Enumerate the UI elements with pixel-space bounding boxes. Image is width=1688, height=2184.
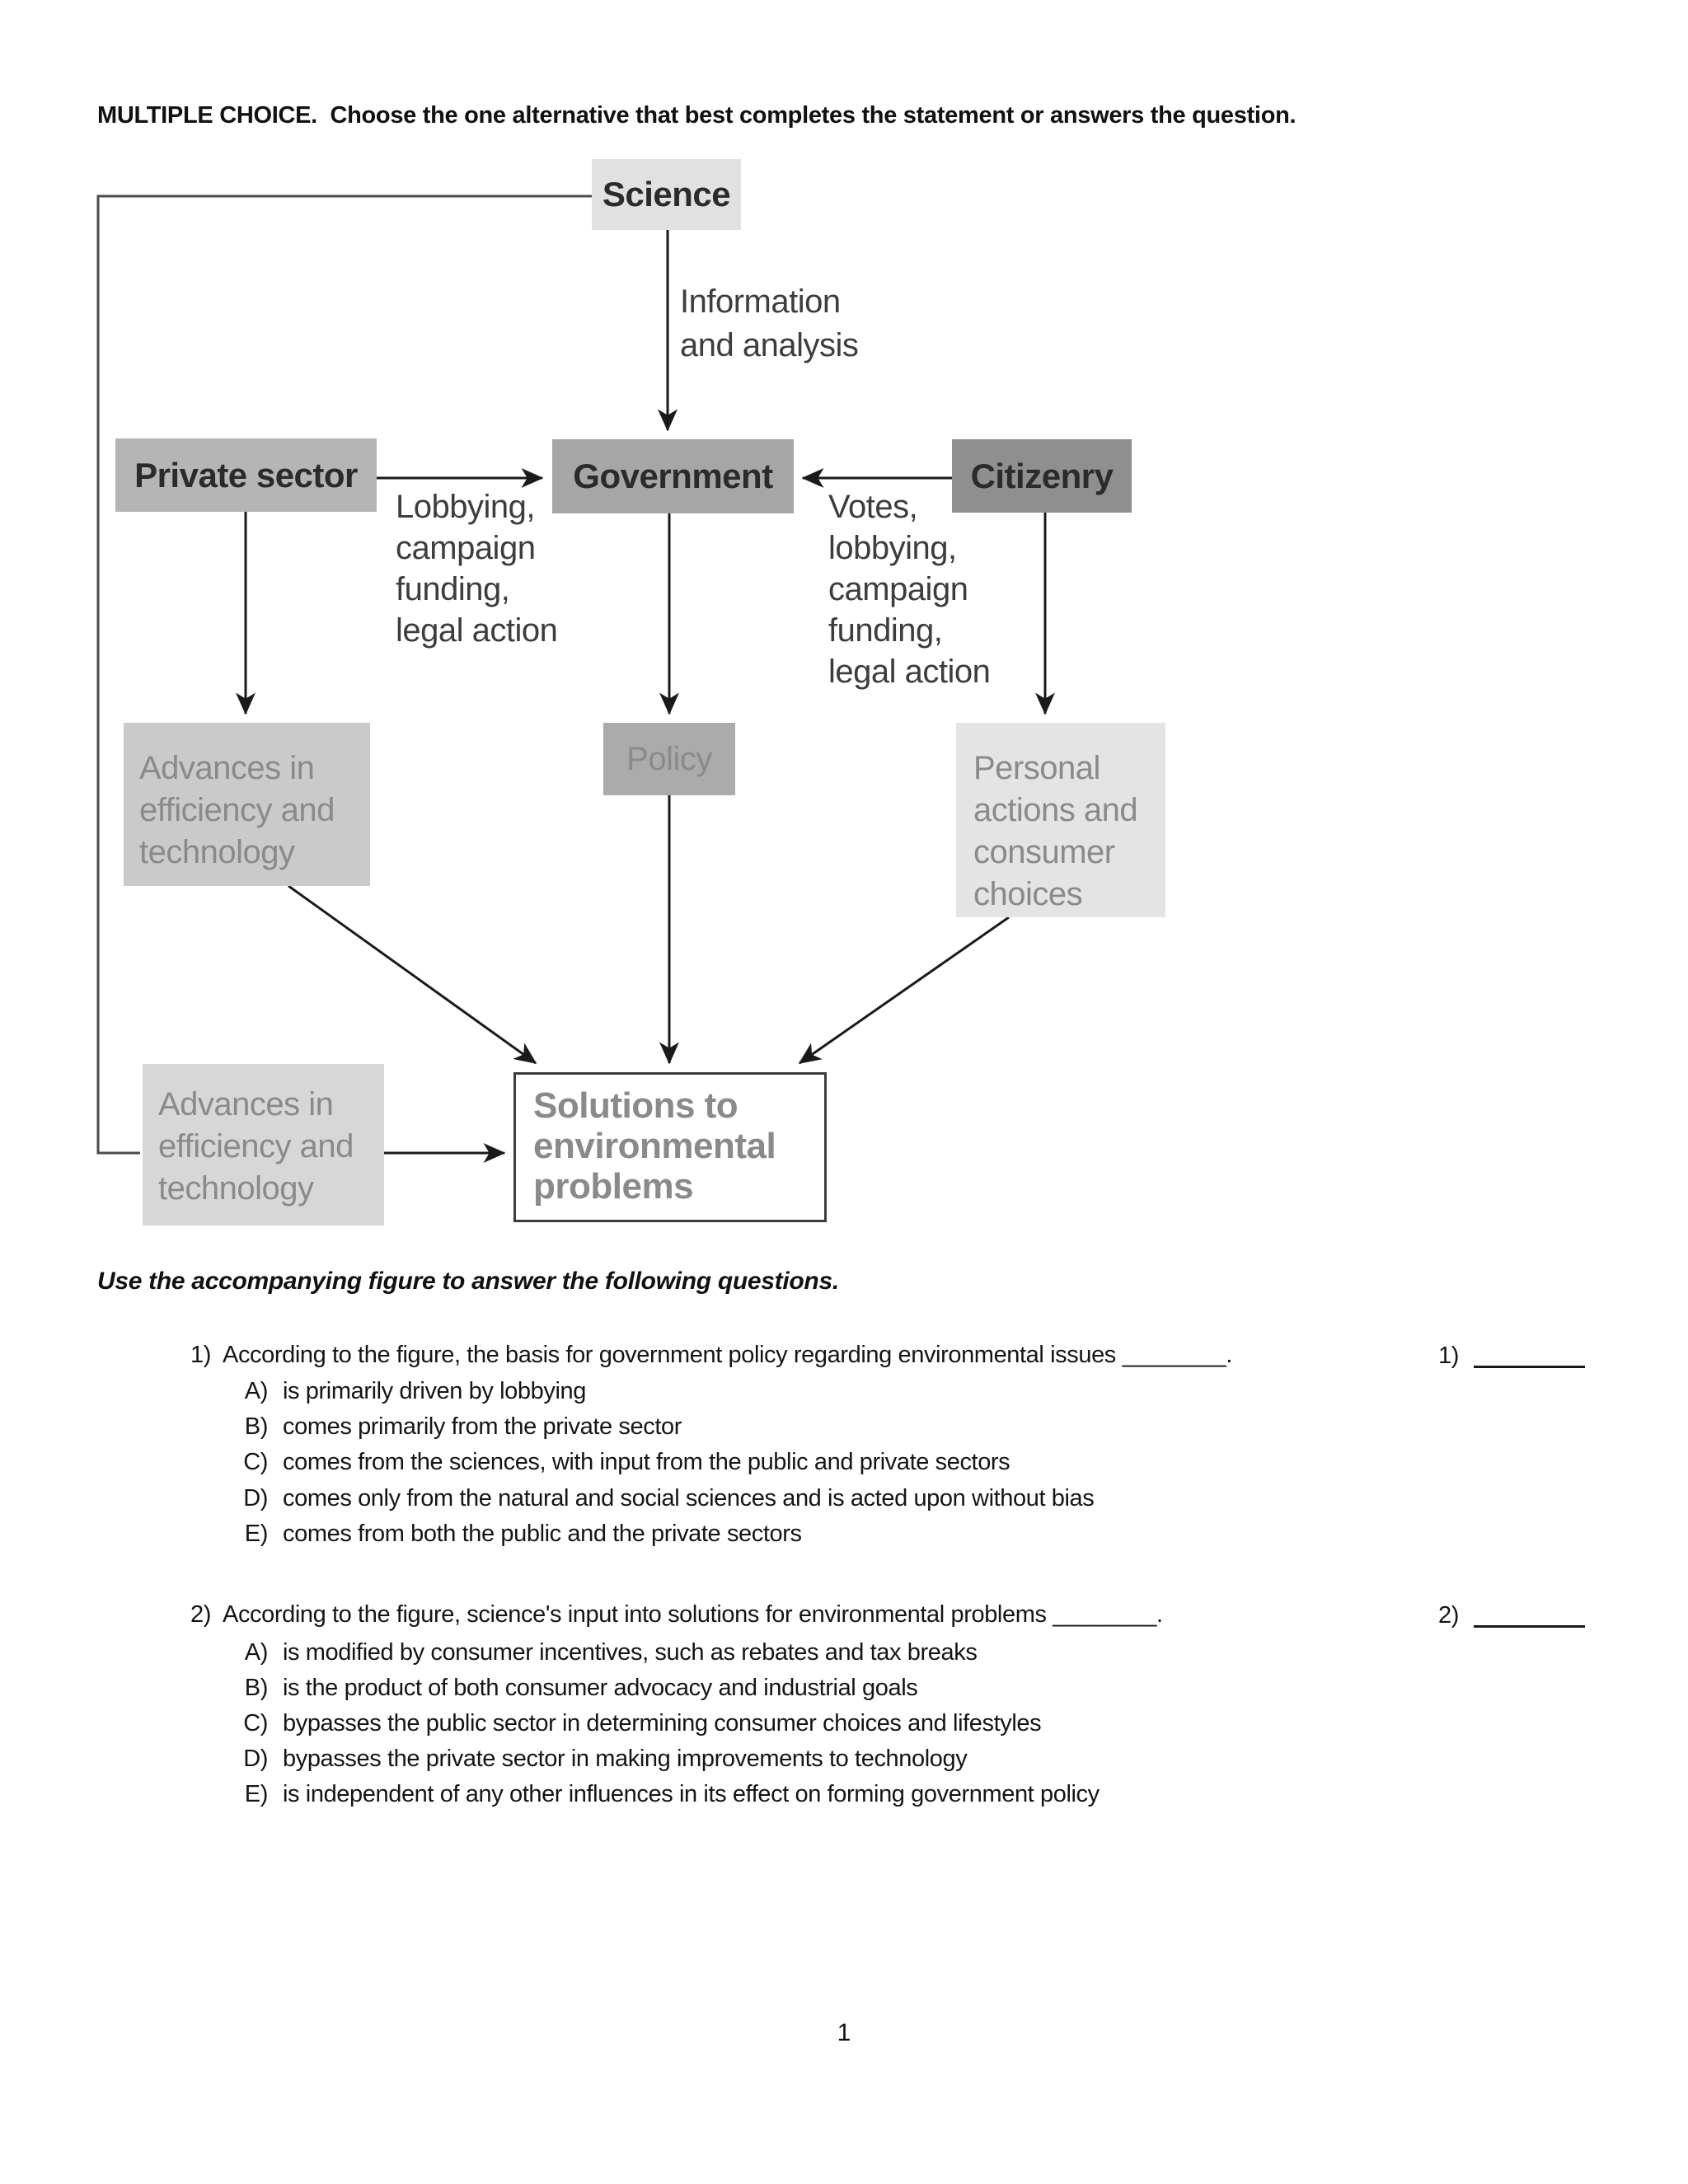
- answer-slot-2: 2): [1438, 1601, 1585, 1629]
- option-text: comes only from the natural and social s…: [283, 1485, 1095, 1511]
- node-personal-actions: Personal actions and consumer choices: [956, 723, 1165, 917]
- question-number: 1): [190, 1342, 211, 1368]
- option-text: comes primarily from the private sector: [283, 1413, 682, 1440]
- option-letter: E): [244, 1781, 269, 1807]
- option-row: E) is independent of any other influence…: [0, 1781, 1236, 1814]
- figure-note: Use the accompanying figure to answer th…: [97, 1268, 839, 1295]
- node-government: Government: [552, 439, 794, 513]
- node-advances-upper: Advances in efficiency and technology: [124, 723, 370, 886]
- answer-blank-line: [1474, 1601, 1585, 1628]
- option-text: bypasses the public sector in determinin…: [283, 1710, 1042, 1736]
- option-letter: C): [243, 1710, 268, 1736]
- option-row: A) is primarily driven by lobbying: [0, 1378, 1236, 1411]
- option-letter: C): [243, 1449, 268, 1475]
- node-advances-lower: Advances in efficiency and technology: [143, 1064, 384, 1226]
- arrow-advances-upper-to-solutions: [288, 884, 537, 1065]
- option-text: is independent of any other influences i…: [283, 1781, 1100, 1807]
- option-row: A) is modified by consumer incentives, s…: [0, 1639, 1236, 1672]
- edge-label-lobbying: Lobbying, campaign funding, legal action: [396, 489, 558, 649]
- node-solutions: Solutions to environmental problems: [513, 1072, 827, 1222]
- question-stem: According to the figure, the basis for g…: [223, 1342, 1233, 1368]
- question-number: 2): [190, 1601, 211, 1628]
- edge-label-information-analysis: Information and analysis: [680, 284, 859, 363]
- option-text: comes from the sciences, with input from…: [283, 1449, 1010, 1475]
- question-stem: According to the figure, science's input…: [223, 1601, 1163, 1628]
- answer-blank-line: [1474, 1342, 1585, 1368]
- option-letter: D): [243, 1485, 268, 1511]
- option-letter: D): [243, 1746, 268, 1772]
- edge-label-votes: Votes, lobbying, campaign funding, legal…: [828, 489, 991, 690]
- option-row: B) is the product of both consumer advoc…: [0, 1675, 1236, 1708]
- node-science: Science: [592, 159, 741, 230]
- option-row: C) comes from the sciences, with input f…: [0, 1449, 1236, 1482]
- option-letter: E): [244, 1521, 269, 1547]
- option-letter: B): [244, 1675, 269, 1701]
- option-letter: A): [244, 1639, 269, 1666]
- figure-diagram: Science Private sector Government Citize…: [0, 0, 1236, 1286]
- page-number: 1: [837, 2019, 851, 2046]
- question-1-stem-row: 1) According to the figure, the basis fo…: [0, 1342, 1688, 1375]
- node-policy: Policy: [603, 723, 735, 795]
- option-text: is modified by consumer incentives, such…: [283, 1639, 978, 1666]
- arrow-personal-to-solutions: [798, 916, 1010, 1065]
- option-letter: B): [244, 1413, 269, 1440]
- answer-slot-1: 1): [1438, 1342, 1585, 1370]
- option-row: E) comes from both the public and the pr…: [0, 1521, 1236, 1554]
- option-row: D) comes only from the natural and socia…: [0, 1485, 1236, 1518]
- option-row: D) bypasses the private sector in making…: [0, 1746, 1236, 1779]
- node-private-sector: Private sector: [115, 438, 377, 512]
- option-text: bypasses the private sector in making im…: [283, 1746, 968, 1772]
- feedback-line-science-to-advances-lower: [96, 194, 592, 1155]
- instructions-header: MULTIPLE CHOICE. Choose the one alternat…: [97, 102, 1296, 129]
- node-citizenry: Citizenry: [952, 439, 1132, 513]
- option-row: C) bypasses the public sector in determi…: [0, 1710, 1236, 1743]
- diagram-connectors: [96, 194, 1055, 1163]
- question-2-stem-row: 2) According to the figure, science's in…: [0, 1601, 1688, 1634]
- option-text: is primarily driven by lobbying: [283, 1378, 586, 1404]
- option-text: is the product of both consumer advocacy…: [283, 1675, 918, 1701]
- option-letter: A): [244, 1378, 269, 1404]
- answer-number: 1): [1438, 1343, 1459, 1369]
- answer-number: 2): [1438, 1602, 1459, 1629]
- option-row: B) comes primarily from the private sect…: [0, 1413, 1236, 1446]
- option-text: comes from both the public and the priva…: [283, 1521, 802, 1547]
